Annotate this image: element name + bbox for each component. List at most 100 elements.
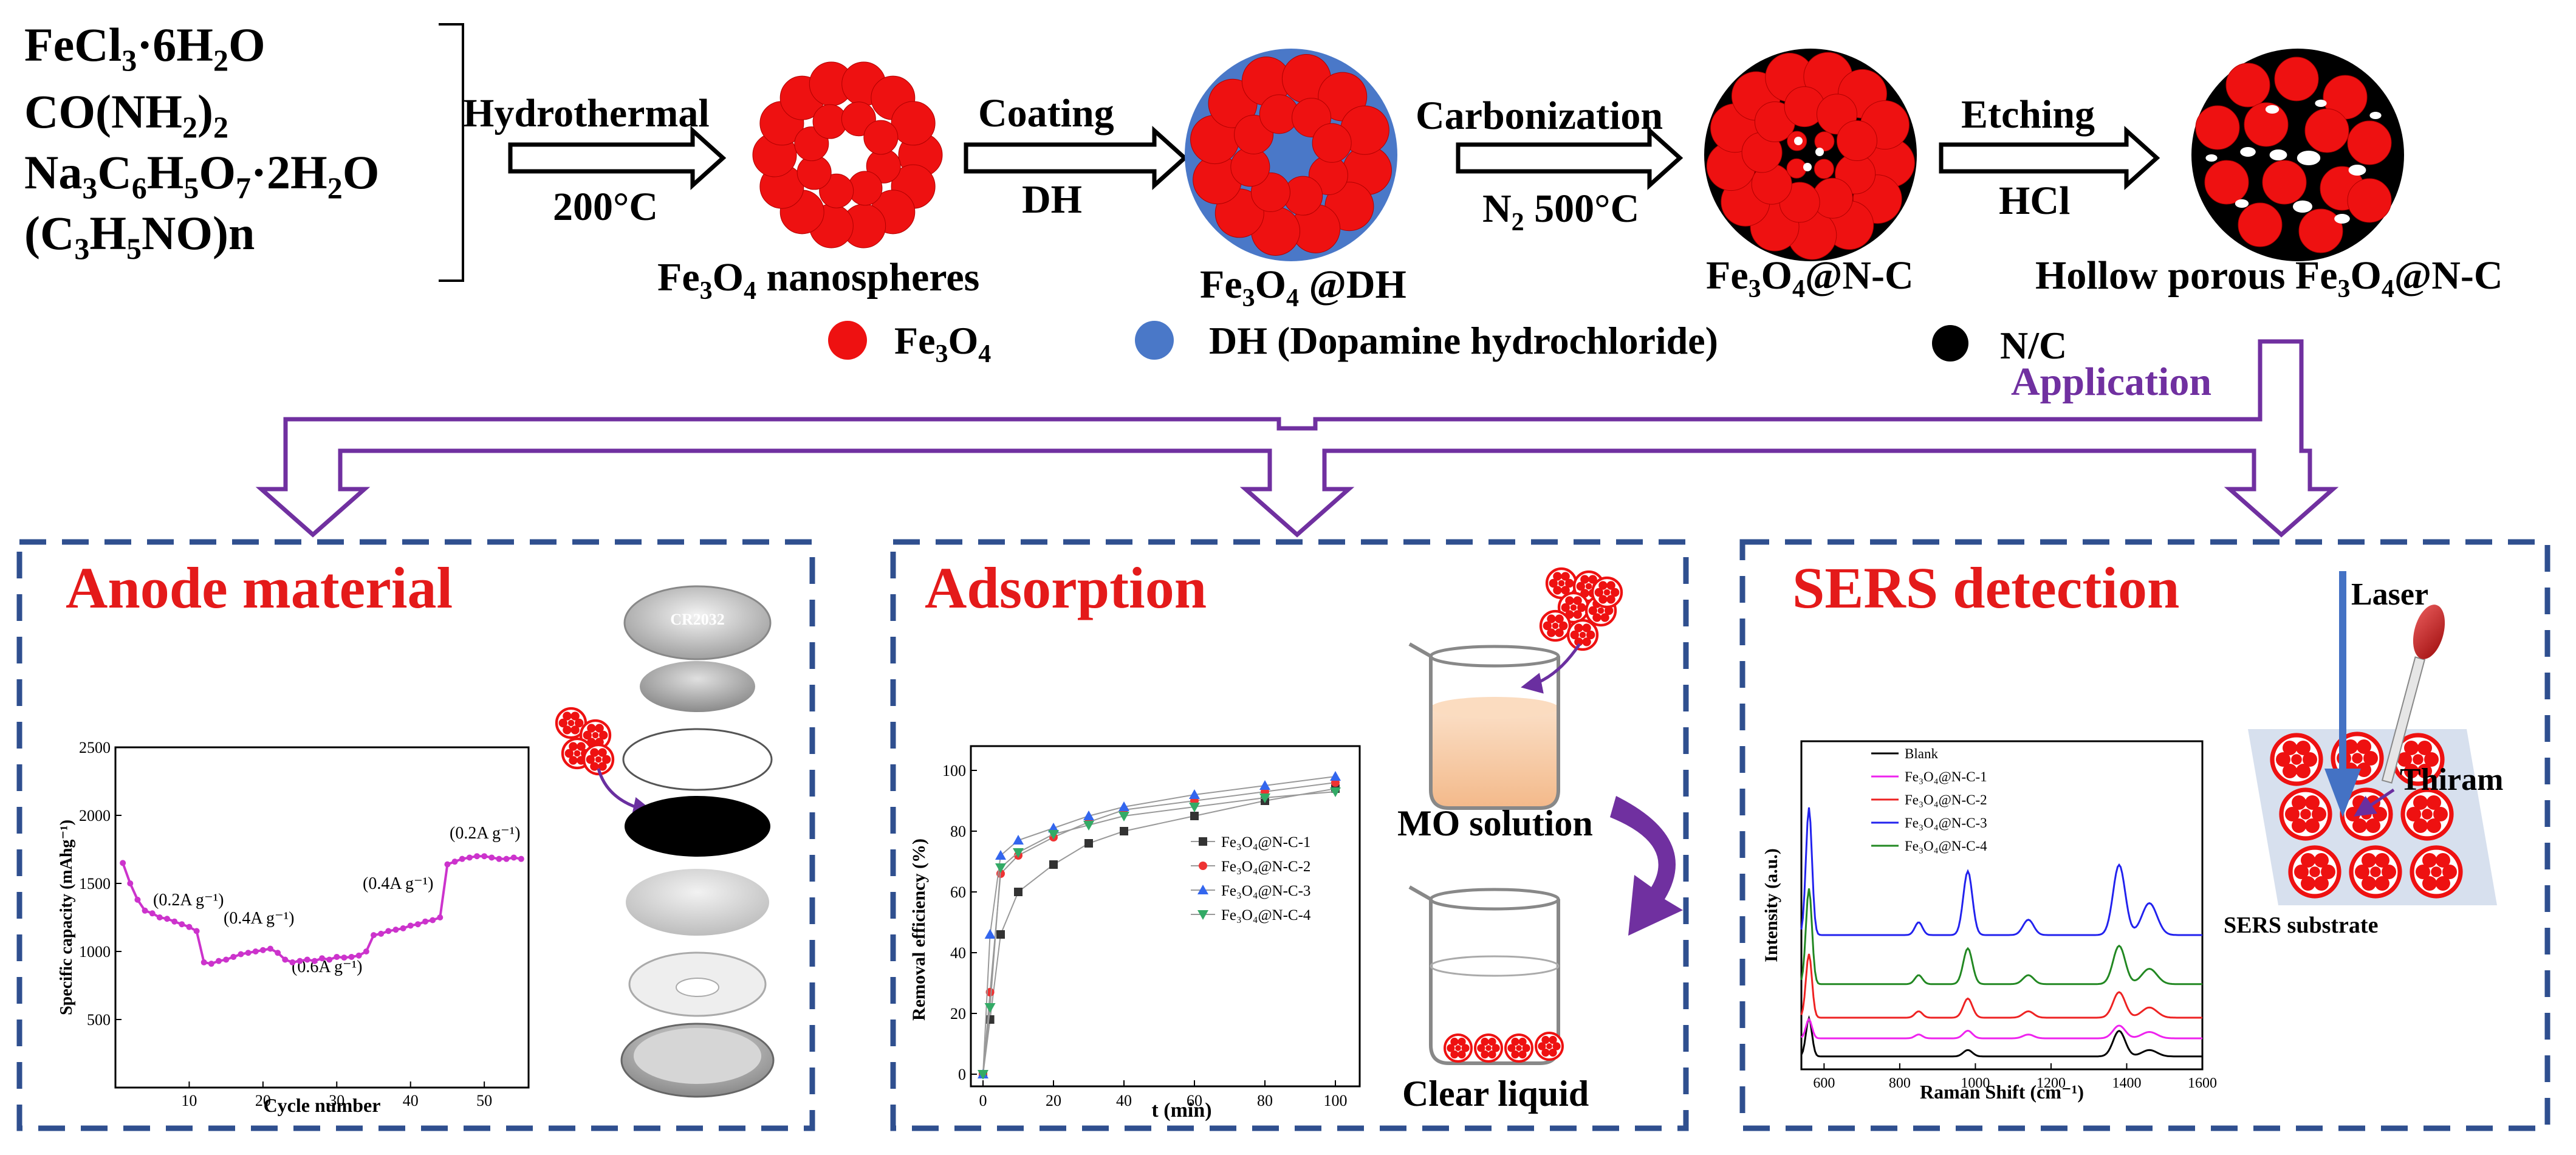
ads-point: [1048, 830, 1059, 840]
mini-grain: [2413, 795, 2428, 810]
panel-adsorption-border: [890, 539, 1689, 1131]
pore: [2240, 147, 2256, 157]
fe3o4-grain: [2347, 178, 2392, 223]
sers-xtick-label: 1200: [2036, 1075, 2066, 1091]
transfer-curved-arrow: [1610, 796, 1683, 936]
mini-grain: [1518, 1050, 1527, 1059]
ads-point: [1190, 812, 1199, 820]
panel-anode: Anode material: [16, 539, 815, 1131]
mini-grain: [1570, 604, 1577, 611]
mini-grain: [2276, 752, 2290, 767]
sers-substrate-label: SERS substrate: [2224, 913, 2378, 938]
coin-bottom-inner: [634, 1028, 761, 1084]
anode-capacity-point: [142, 907, 148, 914]
dropper: [2381, 605, 2445, 784]
mini-grain: [1481, 1050, 1489, 1059]
mini-grain: [1458, 1050, 1466, 1059]
anode-capacity-point: [400, 925, 406, 931]
mini-grain: [590, 762, 599, 771]
mini-grain: [2321, 865, 2335, 879]
mini-grain: [2363, 751, 2378, 766]
mini-grain: [2413, 818, 2428, 834]
mini-grain: [2427, 795, 2441, 810]
mini-grain: [1488, 1050, 1496, 1059]
mini-grain: [1577, 603, 1586, 612]
mini-grain: [2366, 818, 2380, 834]
anode-annot-5: (0.2A g⁻¹): [450, 824, 521, 843]
mini-grain: [1455, 1045, 1461, 1051]
anode-xtick-label: 30: [329, 1092, 344, 1109]
mini-grain: [2422, 852, 2437, 868]
beaker-drop-arrow: [1521, 643, 1581, 694]
mini-grain: [1606, 595, 1615, 604]
legend-nc-dot: [1932, 325, 1968, 362]
mini-grain: [2283, 764, 2297, 779]
mini-grain: [569, 742, 578, 751]
sers-particle-grid: [2270, 732, 2463, 899]
ads-point: [985, 988, 995, 996]
mini-grain: [1461, 1044, 1470, 1052]
label-n2-500c: N2 500°C: [1482, 187, 1639, 236]
anode-ytick-label: 1000: [79, 943, 111, 961]
particle-fe3o4-nc: [1704, 49, 1917, 261]
anode-capacity-point: [179, 921, 185, 928]
anode-capacity-point: [481, 853, 488, 860]
anode-capacity-point: [164, 916, 170, 922]
anode-capacity-point: [355, 952, 362, 959]
fe3o4-grain: [2244, 102, 2289, 147]
sers-legend-label: Fe₃O₄@N-C-2: [1905, 792, 1987, 807]
mini-grain: [1586, 630, 1595, 640]
beaker-clear-surface: [1430, 955, 1560, 977]
beaker-mo-glass: [1408, 642, 1560, 810]
sers-legend-label: Fe₃O₄@N-C-4: [1905, 838, 1987, 854]
panel-anode-title: Anode material: [66, 555, 453, 620]
mini-grain: [1552, 622, 1559, 629]
particle-fe3o4-dh: [1185, 49, 1397, 261]
mini-grain: [2283, 740, 2297, 755]
laser-beam-head: [2324, 769, 2361, 817]
mini-grain: [567, 719, 575, 727]
mini-grain: [1561, 603, 1570, 612]
pore: [1794, 137, 1803, 145]
anode-xtick-label: 40: [403, 1092, 419, 1109]
sers-chart-frame: [1800, 740, 2204, 1071]
sers-xtick-label: 1600: [2188, 1075, 2217, 1091]
mini-grain: [1597, 607, 1605, 614]
label-dh: DH: [1022, 177, 1082, 222]
mini-grain: [1594, 588, 1603, 597]
mini-grain: [1570, 630, 1579, 640]
ads-point: [1199, 862, 1207, 870]
anode-capacity-point: [223, 956, 230, 963]
anode-capacity-point: [208, 961, 214, 967]
ads-point: [1013, 848, 1024, 858]
coin-separator: [622, 728, 773, 791]
fe3o4-grain: [2262, 160, 2307, 205]
mini-grain: [2301, 876, 2315, 891]
laser-label: Laser: [2351, 577, 2428, 612]
anode-capacity-point: [392, 927, 399, 933]
panel-sers: SERS detection: [1739, 539, 2550, 1131]
anode-capacity-point: [363, 948, 369, 955]
mini-grain: [2404, 740, 2419, 755]
mini-grain: [1518, 1037, 1527, 1046]
anode-capacity-point: [385, 928, 392, 934]
mini-grain: [1511, 1037, 1519, 1046]
anode-capacity-point: [282, 956, 289, 963]
arrow-etching: [1939, 126, 2160, 190]
anode-capacity-point: [437, 914, 444, 920]
mini-grain: [574, 750, 581, 757]
thiram-arrow: [2354, 788, 2395, 817]
mini-grain: [1582, 637, 1591, 646]
mini-grain: [570, 711, 580, 721]
mini-grain: [1555, 628, 1564, 637]
ads-point: [1330, 771, 1341, 781]
sers-legend-label: Fe₃O₄@N-C-1: [1905, 769, 1987, 784]
arrow-coating: [964, 126, 1188, 190]
mini-grain: [2300, 809, 2311, 820]
mini-grain: [1573, 610, 1582, 619]
ads-point: [984, 929, 996, 939]
ads-legend-label: Fe₃O₄@N-C-3: [1221, 883, 1310, 899]
fe3o4-grain: [2238, 202, 2283, 247]
ads-point: [1118, 801, 1129, 811]
